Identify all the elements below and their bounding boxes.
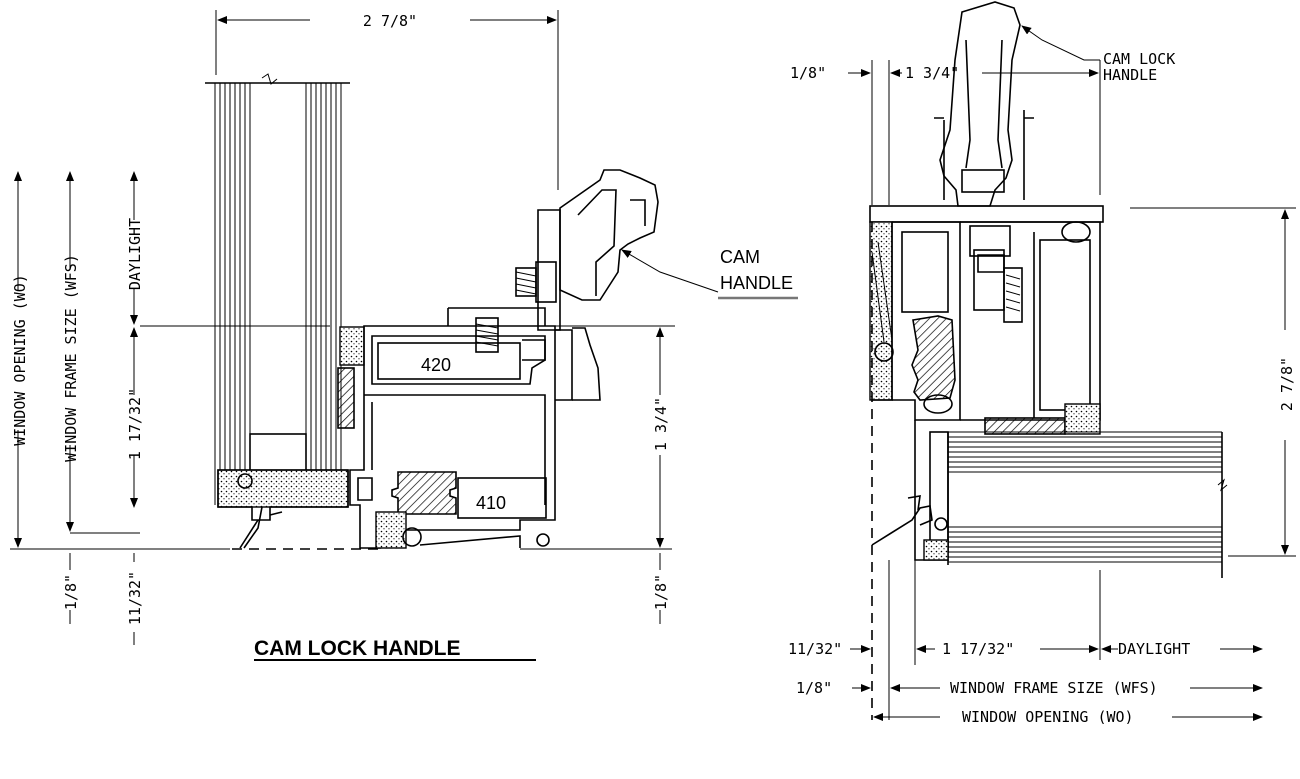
drawing-title: CAM LOCK HANDLE — [254, 637, 460, 660]
cam-handle-drawing — [475, 169, 659, 401]
cam-lock-handle-drawing — [934, 1, 1034, 207]
cam-handle-label-line2: HANDLE — [720, 273, 793, 293]
left-frame-main: 420 410 — [337, 307, 556, 549]
left-dim-window-frame-size: WINDOW FRAME SIZE (WFS) — [62, 171, 80, 532]
right-top-1-8-label: 1/8" — [790, 64, 826, 82]
cam-handle-label-line1: CAM — [720, 247, 760, 267]
left-dim-top: 2 7/8" — [215, 10, 559, 190]
left-1-3-4-label: 1 3/4" — [652, 397, 670, 451]
right-1-17-32-label: 1 17/32" — [942, 640, 1014, 658]
left-daylight-label: DAYLIGHT — [126, 218, 144, 290]
left-bottom-1-8-label: 1/8" — [62, 574, 80, 610]
right-frame-main — [869, 205, 1104, 435]
part-410-label: 410 — [476, 493, 506, 513]
right-top-1-3-4-label: 1 3/4" — [905, 64, 959, 82]
left-dim-bottom: 1/8" 11/32" 1/8" — [62, 553, 670, 645]
cam-lock-label-line1: CAM LOCK — [1103, 50, 1175, 68]
part-420-label: 420 — [421, 355, 451, 375]
right-wo-label: WINDOW OPENING (WO) — [962, 708, 1134, 726]
left-section: 2 7/8" WINDOW OPENING (WO) WINDOW FRAME … — [10, 10, 798, 661]
left-dim-top-label: 2 7/8" — [363, 12, 417, 30]
cam-lock-callout: CAM LOCK HANDLE — [1021, 25, 1175, 84]
left-dim-daylight: DAYLIGHT — [126, 171, 144, 325]
right-section: 1/8" 1 3/4" CAM LOCK HANDLE 2 7/8" — [788, 1, 1296, 726]
left-window-frame-size-label: WINDOW FRAME SIZE (WFS) — [62, 254, 80, 462]
right-11-32-label: 11/32" — [788, 640, 842, 658]
right-bottom-1-8-label: 1/8" — [652, 574, 670, 610]
right-bottom-1-8-label: 1/8" — [796, 679, 832, 697]
left-glass-panes — [205, 73, 350, 505]
right-daylight-label: DAYLIGHT — [1118, 640, 1190, 658]
left-bottom-11-32-label: 11/32" — [126, 571, 144, 625]
left-title-block: CAM LOCK HANDLE — [254, 637, 536, 661]
right-dim-top: 1/8" 1 3/4" — [790, 60, 1101, 205]
right-wfs-label: WINDOW FRAME SIZE (WFS) — [950, 679, 1158, 697]
left-window-opening-label: WINDOW OPENING (WO) — [11, 274, 29, 446]
right-dim-2-7-8: 2 7/8" — [1130, 207, 1296, 557]
right-glass-panes — [948, 431, 1228, 578]
right-dim-bottom: 11/32" 1 17/32" DAYLIGHT 1/8" WINDOW FRA… — [788, 640, 1263, 726]
cam-handle-callout: CAM HANDLE — [621, 247, 798, 300]
right-frame-lower — [871, 420, 949, 565]
left-frame-bottom — [217, 469, 349, 549]
left-1-17-32-label: 1 17/32" — [126, 388, 144, 460]
right-2-7-8-label: 2 7/8" — [1278, 357, 1296, 411]
cam-lock-label-line2: HANDLE — [1103, 66, 1157, 84]
left-dim-1-17-32: 1 17/32" — [126, 327, 144, 508]
left-dim-window-opening: WINDOW OPENING (WO) — [11, 171, 29, 548]
left-dim-1-3-4: 1 3/4" — [652, 327, 670, 548]
